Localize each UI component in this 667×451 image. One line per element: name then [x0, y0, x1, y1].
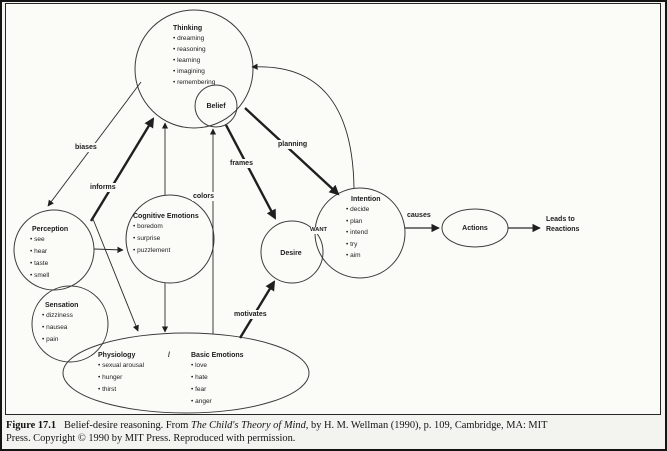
arrow-perception-to-cognitive-emotions	[93, 246, 124, 253]
list-item: taste	[30, 258, 88, 270]
physiology-items: sexual arousal hunger thirst	[98, 360, 168, 396]
list-item: dizziness	[42, 310, 102, 322]
basic-emotions-title: Basic Emotions	[191, 352, 244, 359]
list-item: see	[30, 234, 88, 246]
perception-items: see hear taste smell	[30, 234, 88, 282]
figure-number: Figure 17.1	[6, 420, 57, 431]
list-item: anger	[191, 396, 257, 408]
figure-caption: Figure 17.1 Belief-desire reasoning. From…	[6, 419, 662, 445]
arrow-informs-perception-to-thinking	[89, 117, 155, 222]
physiology-title: Physiology	[98, 352, 136, 359]
list-item: sexual arousal	[98, 360, 168, 372]
edge-label-planning: planning	[277, 140, 309, 149]
list-item: reasoning	[173, 44, 245, 55]
outcome-line2: Reactions	[546, 226, 580, 233]
edge-label-motivates: motivates	[233, 310, 268, 319]
list-item: thirst	[98, 384, 168, 396]
node-cognitive-emotions: Cognitive Emotions boredom surprise puzz…	[133, 212, 219, 257]
thinking-items: dreaming reasoning learning imagining re…	[173, 33, 245, 88]
list-item: imagining	[173, 66, 245, 77]
node-actions: Actions	[449, 224, 501, 233]
list-item: hate	[191, 372, 257, 384]
list-item: try	[346, 239, 396, 251]
list-item: aim	[346, 250, 396, 262]
list-item: nausea	[42, 322, 102, 334]
sensation-circle	[31, 285, 109, 363]
physiology-emotions-separator: /	[168, 352, 170, 359]
edge-label-informs: informs	[89, 183, 117, 192]
caption-book-title: The Child's Theory of Mind	[191, 420, 306, 431]
caption-text-2: , by H. M. Wellman (1990), p. 109, Cambr…	[305, 420, 548, 431]
list-item: puzzlement	[133, 245, 219, 257]
list-item: hunger	[98, 372, 168, 384]
perception-circle	[13, 209, 95, 291]
cognitive-emotions-title: Cognitive Emotions	[133, 213, 199, 220]
list-item: boredom	[133, 221, 219, 233]
node-sensation: Sensation dizziness nausea pain	[42, 301, 102, 346]
list-item: surprise	[133, 233, 219, 245]
list-item: dreaming	[173, 33, 245, 44]
cognitive-emotions-items: boredom surprise puzzlement	[133, 221, 219, 257]
node-thinking: Thinking dreaming reasoning learning ima…	[173, 24, 245, 88]
intention-items: decide plan intend try aim	[346, 204, 396, 262]
want-label: WANT	[310, 227, 328, 234]
node-belief: Belief	[196, 102, 236, 111]
node-desire: Desire	[270, 249, 312, 258]
perception-title: Perception	[32, 226, 69, 233]
list-item: intend	[346, 227, 396, 239]
intention-title: Intention	[351, 196, 381, 203]
list-item: hear	[30, 246, 88, 258]
node-basic-emotions: Basic Emotions love hate fear anger	[191, 351, 257, 408]
node-perception: Perception see hear taste smell	[30, 225, 88, 282]
list-item: plan	[346, 216, 396, 228]
arrow-intention-to-thinking-curve	[251, 63, 355, 189]
belief-title: Belief	[206, 103, 226, 110]
edge-label-causes: causes	[406, 211, 432, 220]
sensation-items: dizziness nausea pain	[42, 310, 102, 346]
node-intention: Intention decide plan intend try aim	[346, 195, 396, 262]
diagram-frame	[5, 3, 661, 415]
desire-circle	[260, 220, 324, 284]
caption-text-1: Belief-desire reasoning. From	[64, 420, 191, 431]
list-item: fear	[191, 384, 257, 396]
caption-text-3: Press. Copyright © 1990 by MIT Press. Re…	[6, 433, 296, 444]
list-item: love	[191, 360, 257, 372]
leads-to-reactions-label: Leads to Reactions	[546, 215, 579, 235]
physiology-basic-emotions-ellipse	[62, 332, 310, 414]
desire-title: Desire	[280, 250, 302, 257]
arrow-perception-to-physiology	[92, 218, 139, 332]
outcome-line1: Leads to	[546, 216, 575, 223]
edge-label-biases: biases	[74, 143, 98, 152]
basic-emotions-items: love hate fear anger	[191, 360, 257, 408]
actions-title: Actions	[462, 225, 488, 232]
list-item: pain	[42, 334, 102, 346]
arrow-planning-belief-to-intention	[244, 107, 340, 196]
list-item: smell	[30, 270, 88, 282]
list-item: decide	[346, 204, 396, 216]
arrow-frames-belief-to-desire	[224, 124, 277, 220]
node-physiology: Physiology sexual arousal hunger thirst	[98, 351, 168, 396]
sensation-title: Sensation	[45, 302, 79, 309]
list-item: learning	[173, 55, 245, 66]
list-item: remembering	[173, 77, 245, 88]
edge-label-frames: frames	[229, 159, 254, 168]
thinking-title: Thinking	[173, 25, 203, 32]
edge-label-colors: colors	[192, 192, 216, 201]
